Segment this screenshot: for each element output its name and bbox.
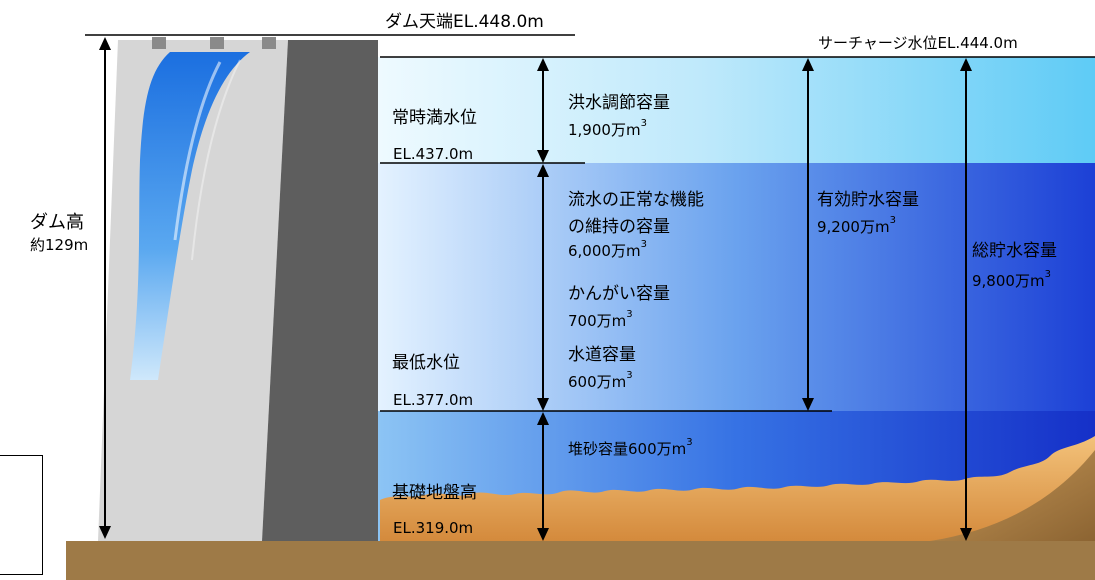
water-supply-value: 600万m3 xyxy=(568,370,633,392)
normal-function-line2: の維持の容量 xyxy=(568,217,670,237)
surcharge-label: サーチャージ水位EL.444.0m xyxy=(818,34,1018,52)
spillway-water xyxy=(130,52,250,380)
flood-control-arrow xyxy=(537,58,549,163)
flood-control-name: 洪水調節容量 xyxy=(568,93,670,113)
foundation-el: EL.319.0m xyxy=(393,519,474,537)
valley-slope xyxy=(930,450,1095,541)
total-storage-arrow xyxy=(960,58,972,541)
effective-storage-name: 有効貯水容量 xyxy=(817,190,919,210)
dam-pier-1 xyxy=(152,37,166,49)
normal-level-name: 常時満水位 xyxy=(392,108,477,128)
foundation-ground xyxy=(66,541,1095,580)
dam-height-label: ダム高 約129m xyxy=(30,212,88,256)
crest-label: ダム天端EL.448.0m xyxy=(385,12,544,32)
foundation-name: 基礎地盤高 xyxy=(392,483,477,503)
flood-control-value: 1,900万m3 xyxy=(568,118,647,140)
total-storage-value: 9,800万m3 xyxy=(972,269,1051,291)
minimum-level-name: 最低水位 xyxy=(392,353,460,373)
flood-control-zone xyxy=(378,57,1095,163)
sediment-bed xyxy=(380,436,1095,541)
normal-function-value: 6,000万m3 xyxy=(568,239,647,261)
effective-storage-arrow xyxy=(802,58,814,411)
normal-level-el: EL.437.0m xyxy=(393,145,474,163)
spillway-highlight-2 xyxy=(191,59,241,261)
dam-pier-3 xyxy=(262,37,276,49)
sediment-arrow xyxy=(537,412,549,541)
effective-storage-value: 9,200万m3 xyxy=(817,215,896,237)
inset-frame xyxy=(0,455,43,575)
spillway-highlight-1 xyxy=(173,61,222,241)
dam-pier-2 xyxy=(210,37,224,49)
active-storage-zone xyxy=(378,163,1095,411)
irrigation-name: かんがい容量 xyxy=(568,284,670,304)
minimum-level-el: EL.377.0m xyxy=(393,391,474,409)
dam-height-title: ダム高 xyxy=(30,212,84,233)
normal-function-label: 流水の正常な機能 の維持の容量 xyxy=(568,187,704,241)
total-storage-name: 総貯水容量 xyxy=(972,241,1057,261)
irrigation-value: 700万m3 xyxy=(568,309,633,331)
dam-body-dark xyxy=(262,40,378,541)
normal-function-line1: 流水の正常な機能 xyxy=(568,190,704,210)
water-supply-name: 水道容量 xyxy=(568,345,636,365)
dam-height-arrow xyxy=(99,37,111,539)
active-storage-arrow xyxy=(537,164,549,411)
dam-height-value: 約129m xyxy=(30,236,89,254)
sediment-label: 堆砂容量600万m3 xyxy=(568,437,693,459)
